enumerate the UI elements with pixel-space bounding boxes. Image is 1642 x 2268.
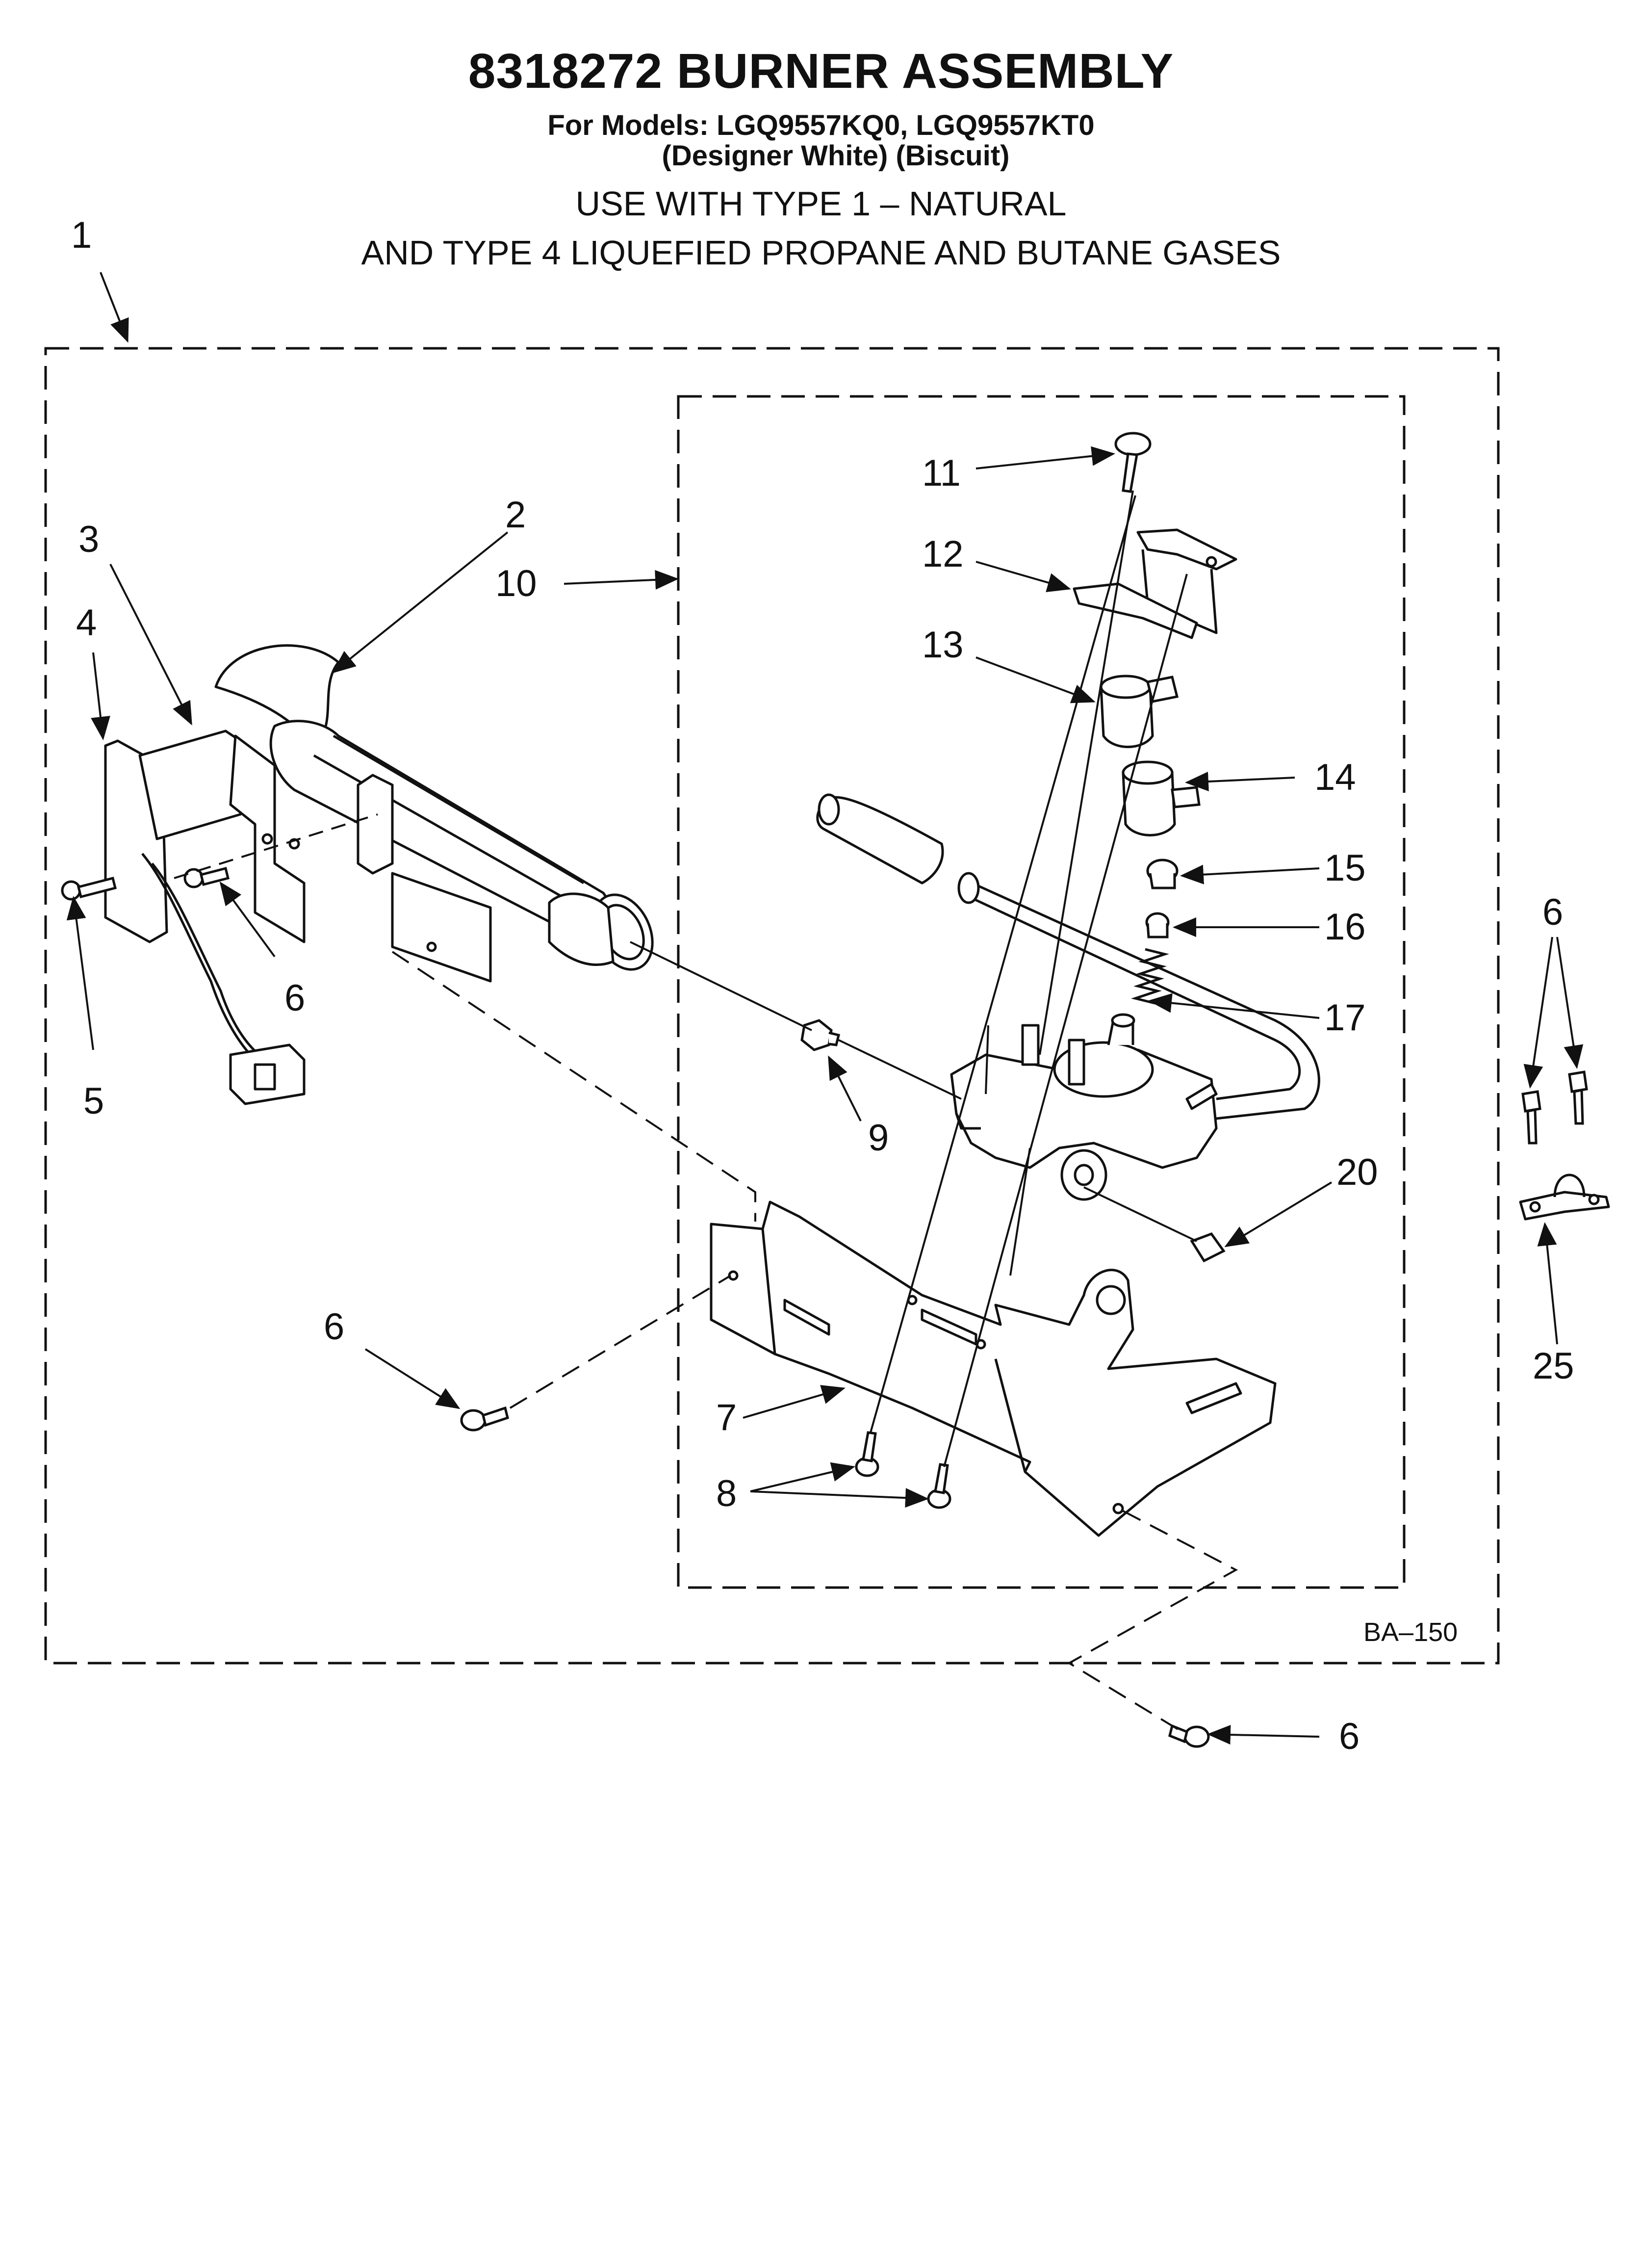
- igniter-bracket: [357, 774, 492, 983]
- igniter-assembly: [104, 730, 306, 1105]
- screw-part-11: [1114, 432, 1152, 493]
- callout-7: 7: [716, 1397, 737, 1438]
- burner-tube: [214, 644, 654, 971]
- cap-part-15: [1146, 859, 1179, 889]
- callout-10: 10: [495, 563, 537, 604]
- page-title: 8318272 BURNER ASSEMBLY: [468, 44, 1174, 99]
- callout-4: 4: [76, 602, 97, 644]
- coil-part-13: [1100, 675, 1179, 748]
- callout-9: 9: [868, 1117, 889, 1159]
- callout-12: 12: [922, 533, 964, 575]
- callout-5: 5: [83, 1080, 104, 1122]
- callout-6-right: 6: [1542, 891, 1563, 933]
- valve-subassembly-box: [677, 395, 1406, 1589]
- screw-part-5: [61, 876, 117, 901]
- spring-part-17: [1131, 948, 1169, 1005]
- callout-11: 11: [922, 452, 961, 494]
- callout-2: 2: [505, 494, 526, 536]
- callout-6-left: 6: [284, 977, 305, 1019]
- screw-part-8-left: [855, 1431, 879, 1477]
- model-numbers: For Models: LGQ9557KQ0, LGQ9557KT0: [547, 109, 1095, 141]
- screw-part-6-bottom: [1168, 1724, 1210, 1748]
- callout-1: 1: [71, 214, 92, 256]
- screw-part-6-lower-left: [460, 1406, 509, 1432]
- screw-part-6-left: [183, 866, 230, 888]
- callout-20: 20: [1336, 1151, 1378, 1193]
- screw-part-8-right: [927, 1463, 951, 1509]
- callout-6-lower-left: 6: [324, 1306, 344, 1348]
- callout-labels: 1 2 10 3 4 5 6 11 12 13 14 15 16 17 9 20…: [71, 214, 1574, 1757]
- gas-type-line-2: AND TYPE 4 LIQUEFIED PROPANE AND BUTANE …: [361, 234, 1281, 272]
- callout-15: 15: [1324, 847, 1366, 889]
- callout-6-bottom: 6: [1339, 1716, 1360, 1757]
- callout-3: 3: [78, 519, 99, 560]
- coil-part-14: [1122, 760, 1201, 836]
- orifice-part-9: [800, 1019, 841, 1051]
- burner-base-bracket: [710, 1200, 1277, 1537]
- gas-type-line-1: USE WITH TYPE 1 – NATURAL: [575, 184, 1067, 223]
- callout-25: 25: [1533, 1345, 1574, 1387]
- screw-part-6-right-a: [1521, 1090, 1541, 1145]
- callout-arrows: [66, 272, 1584, 1745]
- callout-8: 8: [716, 1473, 737, 1514]
- plunger-part-16: [1145, 912, 1170, 938]
- callout-16: 16: [1324, 906, 1366, 948]
- callout-17: 17: [1324, 997, 1366, 1039]
- model-colors: (Designer White) (Biscuit): [662, 140, 1010, 172]
- connector-part-20: [1190, 1232, 1226, 1263]
- figure-code: BA–150: [1363, 1617, 1458, 1647]
- callout-14: 14: [1314, 756, 1356, 798]
- gas-inlet-tube: [816, 793, 1320, 1120]
- assembly-lines: [174, 490, 1238, 1733]
- valve-bracket-part-12: [1073, 528, 1237, 639]
- callout-13: 13: [922, 624, 964, 666]
- gas-valve-body: [950, 1013, 1218, 1201]
- clamp-part-25: [1519, 1173, 1610, 1221]
- screw-part-6-right-b: [1568, 1070, 1588, 1125]
- assembly-outline-box: [44, 347, 1500, 1665]
